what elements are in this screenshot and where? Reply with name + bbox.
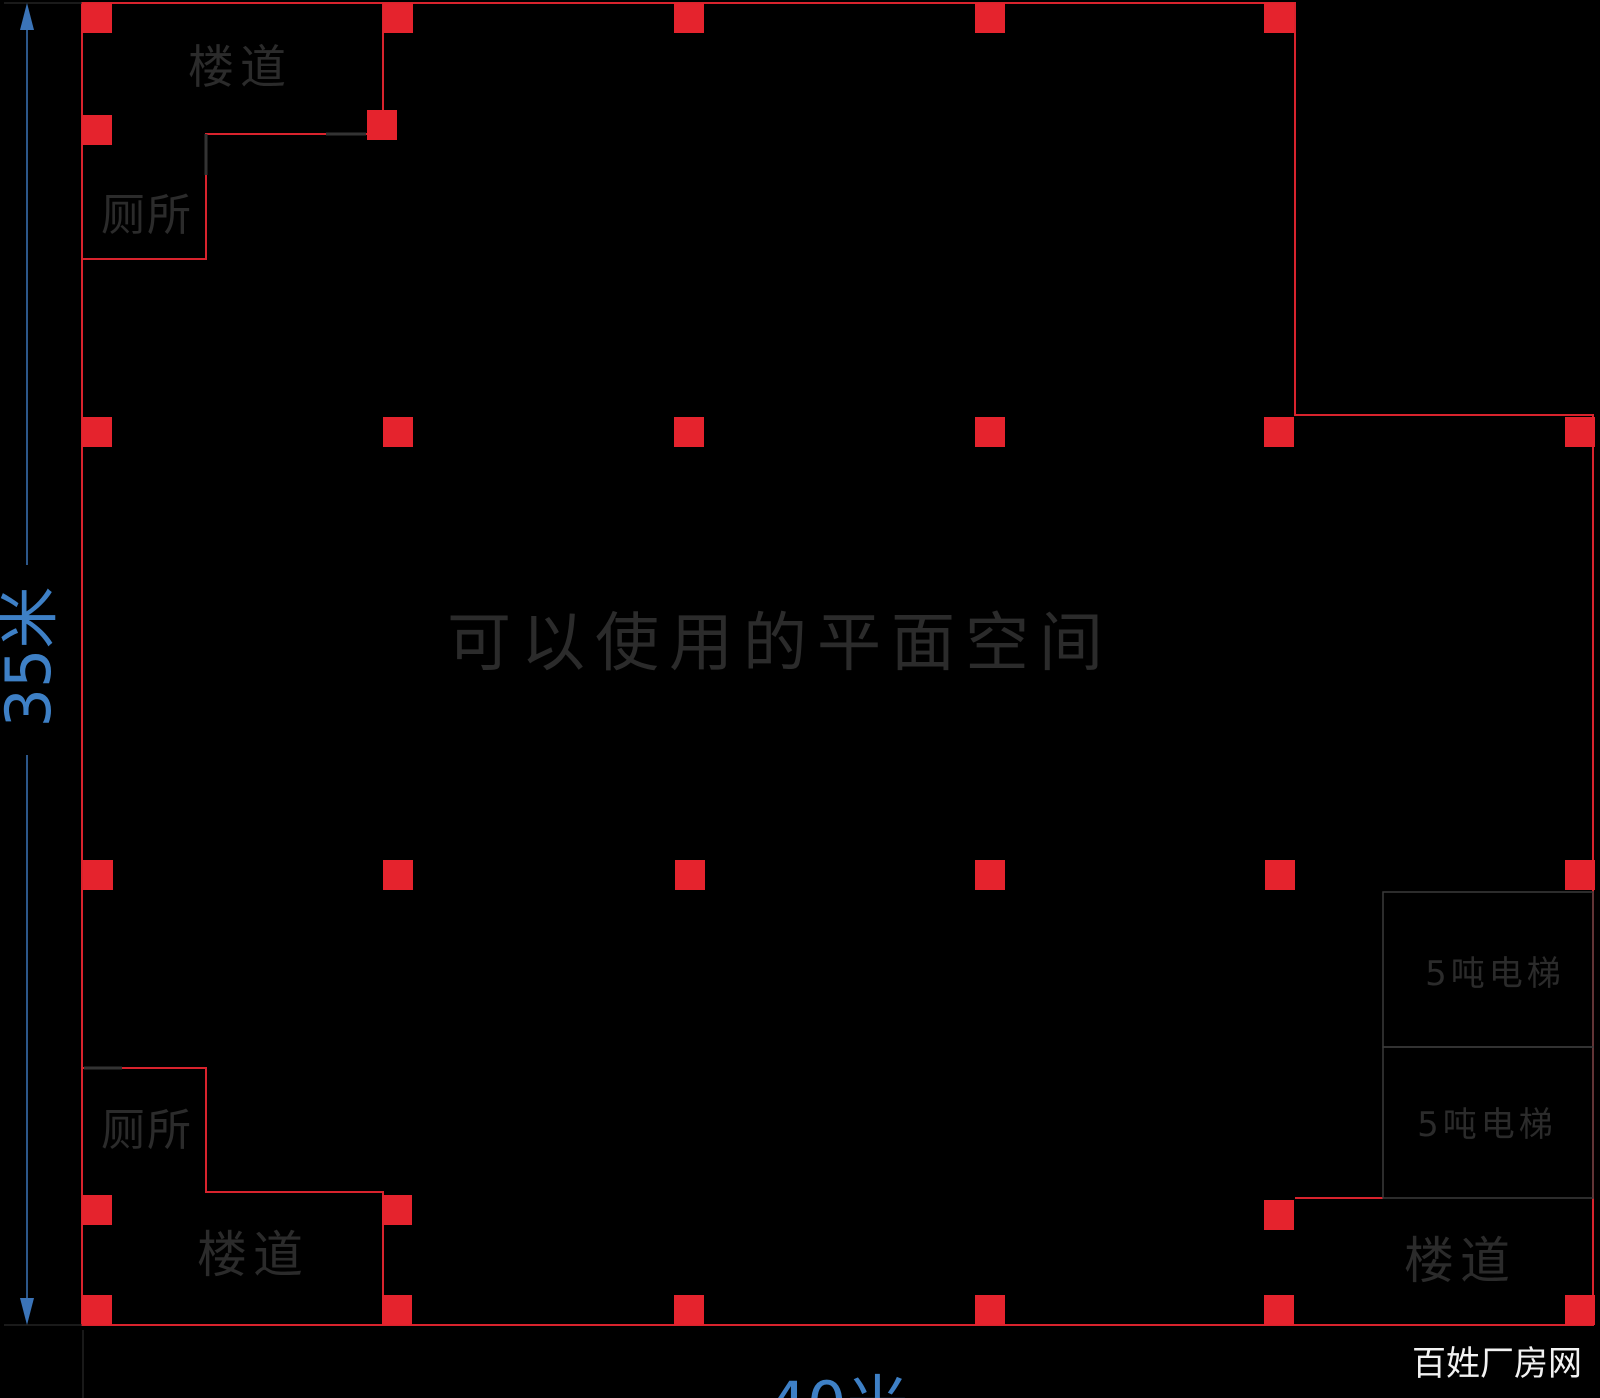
column-13 — [1565, 417, 1595, 447]
column-6 — [82, 115, 112, 145]
column-25 — [674, 1295, 704, 1325]
stairwell-top-left-label: 楼道 — [188, 40, 292, 94]
column-12 — [1264, 417, 1294, 447]
elevator-2-label: 5吨电梯 — [1417, 1105, 1557, 1145]
width-dimension-label: 40米 — [768, 1368, 909, 1398]
toilet-top-left-label: 厕所 — [101, 190, 193, 241]
column-23 — [82, 1295, 112, 1325]
toilet-bottom-left-label: 厕所 — [101, 1105, 193, 1156]
column-19 — [1565, 860, 1595, 890]
column-22 — [1264, 1200, 1294, 1230]
column-17 — [975, 860, 1005, 890]
column-18 — [1265, 860, 1295, 890]
column-14 — [83, 860, 113, 890]
bottom-left-partition — [82, 1067, 384, 1325]
height-dimension-label: 35米 — [0, 587, 65, 728]
column-8 — [82, 417, 112, 447]
column-9 — [383, 417, 413, 447]
stairwell-bottom-left-label: 楼道 — [197, 1226, 309, 1284]
column-24 — [382, 1295, 412, 1325]
site-watermark: 百姓厂房网 — [1412, 1344, 1582, 1384]
column-2 — [383, 3, 413, 33]
column-20 — [82, 1195, 112, 1225]
column-26 — [975, 1295, 1005, 1325]
stairwell-bottom-right-label: 楼道 — [1404, 1232, 1516, 1290]
height-arrow-top — [20, 3, 34, 30]
column-10 — [674, 417, 704, 447]
structural-columns — [82, 3, 1595, 1325]
column-11 — [975, 417, 1005, 447]
top-left-partition-gap — [204, 132, 366, 175]
column-4 — [975, 3, 1005, 33]
column-16 — [675, 860, 705, 890]
column-3 — [674, 3, 704, 33]
column-15 — [383, 860, 413, 890]
column-7 — [367, 110, 397, 140]
column-5 — [1264, 3, 1294, 33]
height-arrow-bottom — [20, 1298, 34, 1325]
elevator-1-label: 5吨电梯 — [1425, 954, 1565, 994]
elevator-box-2 — [1382, 1046, 1594, 1199]
usable-space-label: 可以使用的平面空间 — [447, 607, 1113, 681]
column-27 — [1264, 1295, 1294, 1325]
column-1 — [82, 3, 112, 33]
column-21 — [382, 1195, 412, 1225]
column-28 — [1565, 1295, 1595, 1325]
